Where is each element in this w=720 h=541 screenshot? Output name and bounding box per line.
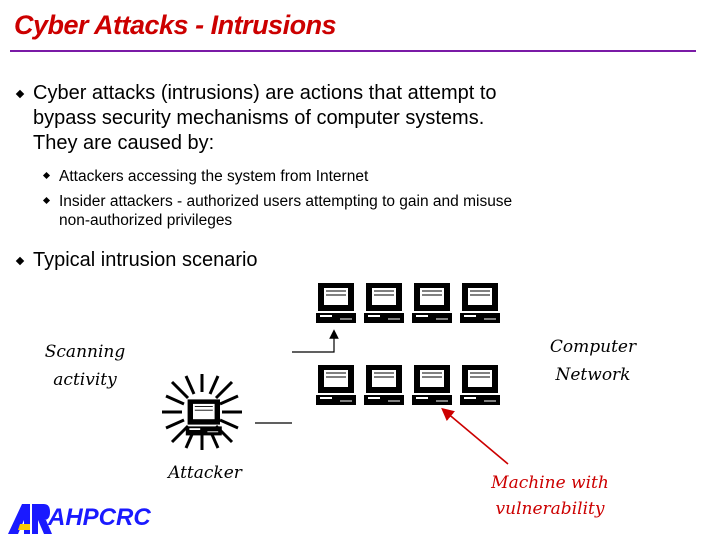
computer-icon xyxy=(459,364,501,406)
sub-bullet-1: Attackers accessing the system from Inte… xyxy=(59,168,369,185)
computer-icon xyxy=(315,364,357,406)
computer-icon xyxy=(363,364,405,406)
slide-title: Cyber Attacks - Intrusions xyxy=(14,10,337,40)
attacker-burst-icon xyxy=(162,374,242,450)
computer-icon xyxy=(363,282,405,324)
sub-bullet-2: Insider attackers - authorized users att… xyxy=(59,192,512,230)
bullet-1-line-2: bypass security mechanisms of computer s… xyxy=(33,107,485,129)
title-divider xyxy=(10,50,696,52)
ahpcrc-logo: AHPCRC xyxy=(4,500,164,536)
bullet-2: Typical intrusion scenario xyxy=(33,249,258,271)
sub-bullet-2-line-2: non-authorized privileges xyxy=(59,212,233,229)
bullet-1-line-1: Cyber attacks (intrusions) are actions t… xyxy=(33,82,497,104)
computer-icon xyxy=(411,282,453,324)
scanning-arrow-icon xyxy=(292,329,339,353)
computer-network-label: Computer Network xyxy=(549,337,637,385)
computer-icon xyxy=(315,282,357,324)
vulnerable-machine-label: Machine with vulnerability xyxy=(491,473,609,519)
vulnerability-arrow-icon xyxy=(441,407,509,465)
bullet-1-line-3: They are caused by: xyxy=(33,132,215,154)
attacker-label: Attacker xyxy=(168,463,242,483)
bullet-1: Cyber attacks (intrusions) are actions t… xyxy=(33,81,497,156)
scanning-activity-label: Scanning activity xyxy=(44,342,126,390)
computer-icon xyxy=(459,282,501,324)
sub-bullet-2-line-1: Insider attackers - authorized users att… xyxy=(59,193,513,210)
logo-mark-icon xyxy=(8,504,52,534)
computer-icon xyxy=(411,364,453,406)
logo-text: AHPCRC xyxy=(48,504,151,531)
